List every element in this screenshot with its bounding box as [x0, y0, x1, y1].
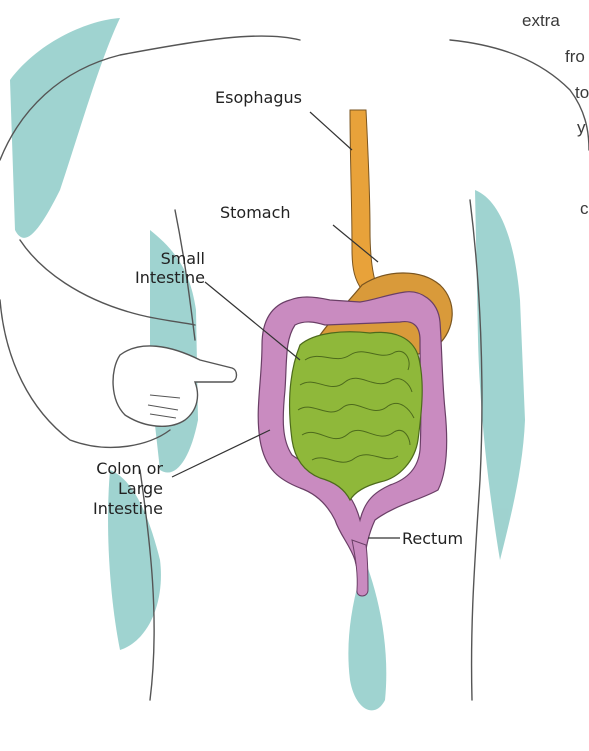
colon-label-line2: Large: [118, 479, 163, 498]
small-intestine-label-line1: Small: [161, 249, 205, 268]
side-paragraph: extra fro to y c: [522, 11, 589, 218]
pointing-hand: [113, 346, 236, 426]
side-text-line4: y: [577, 118, 586, 137]
esophagus-label: Esophagus: [215, 88, 302, 107]
rectum-organ: [352, 540, 368, 596]
side-text-line1: extra: [522, 11, 560, 30]
side-text-line3: to: [575, 83, 589, 102]
stomach-label: Stomach: [220, 203, 291, 222]
side-text-line2: fro: [565, 47, 585, 66]
colon-label-line3: Intestine: [93, 499, 163, 518]
side-text-line5: c: [580, 199, 589, 218]
hand-shape: [113, 346, 236, 426]
rectum-label: Rectum: [402, 529, 463, 548]
esophagus-organ: [350, 110, 378, 290]
colon-label-line1: Colon or: [96, 459, 163, 478]
small-intestine-label-line2: Intestine: [135, 268, 205, 287]
esophagus-leader: [310, 112, 352, 150]
left-shoulder-shadow: [10, 18, 120, 238]
